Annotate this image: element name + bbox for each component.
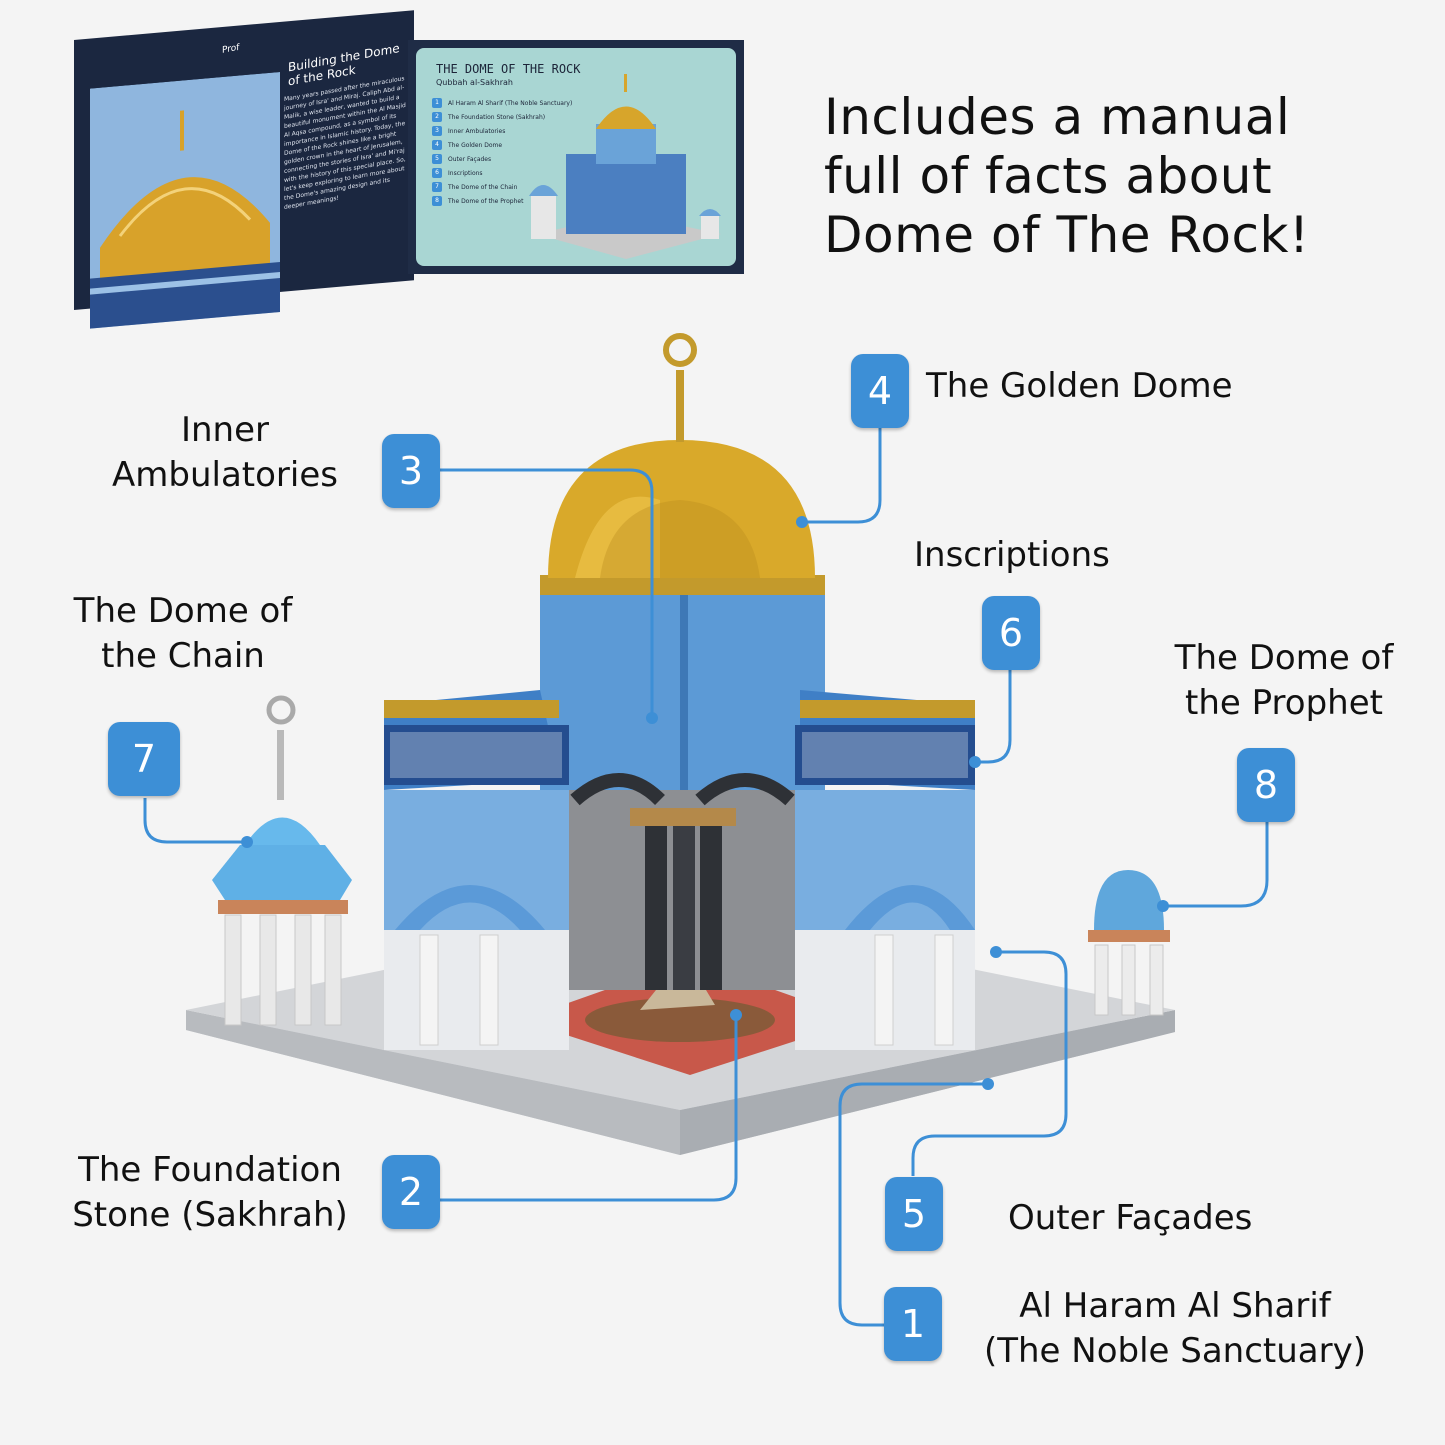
callout-6-badge: 6: [982, 596, 1040, 670]
callout-1-line2: (The Noble Sanctuary): [983, 1331, 1367, 1371]
manual-list-text: The Dome of the Chain: [448, 183, 518, 191]
callout-2-badge: 2: [382, 1155, 440, 1229]
headline-line-2: full of facts about: [824, 147, 1273, 205]
callout-2-line1: The Foundation: [78, 1150, 342, 1190]
dome-photo: [90, 71, 280, 329]
manual-list-item: 8 The Dome of the Prophet: [432, 194, 572, 208]
manual-list-number: 5: [432, 154, 442, 164]
manual-list-text: The Foundation Stone (Sakhrah): [448, 113, 546, 121]
callout-8-label: The Dome of the Prophet: [1150, 636, 1418, 726]
callout-8-line1: The Dome of: [1174, 638, 1394, 678]
manual-list-text: Inner Ambulatories: [448, 127, 506, 135]
manual-list-item: 5 Outer Façades: [432, 152, 572, 166]
callout-3-label: Inner Ambulatories: [90, 408, 360, 498]
manual-list-item: 2 The Foundation Stone (Sakhrah): [432, 110, 572, 124]
manual-left-page: Prof Building the Dome of the Rock Many …: [74, 10, 414, 329]
left-inscription-band: [384, 725, 569, 785]
manual-list-text: Al Haram Al Sharif (The Noble Sanctuary): [448, 99, 573, 107]
callout-3-badge: 3: [382, 434, 440, 508]
callout-3-line1: Inner: [180, 410, 270, 450]
manual-list-item: 6 Inscriptions: [432, 166, 572, 180]
dome-of-the-prophet-model: [1088, 870, 1170, 1016]
manual-list-number: 7: [432, 182, 442, 192]
manual-list-number: 3: [432, 126, 442, 136]
manual-right-subtitle: Qubbah al-Sakhrah: [436, 78, 513, 87]
manual-right-page: THE DOME OF THE ROCK Qubbah al-Sakhrah 1…: [408, 40, 744, 274]
manual-list-text: The Dome of the Prophet: [448, 197, 524, 205]
callout-7-line2: the Chain: [101, 636, 265, 676]
callout-1-badge: 1: [884, 1287, 942, 1361]
dome-of-the-chain-model: [212, 695, 352, 1026]
manual-list-number: 1: [432, 98, 442, 108]
manual-list-number: 4: [432, 140, 442, 150]
callout-1-label: Al Haram Al Sharif (The Noble Sanctuary): [955, 1284, 1395, 1374]
callout-2-label: The Foundation Stone (Sakhrah): [55, 1148, 365, 1238]
manual-list-number: 8: [432, 196, 442, 206]
callout-7-label: The Dome of the Chain: [48, 589, 318, 679]
manual-list-number: 6: [432, 168, 442, 178]
manual-model-image: [529, 74, 721, 259]
callout-4-label: The Golden Dome: [926, 366, 1233, 406]
callout-8-line2: the Prophet: [1185, 683, 1383, 723]
foundation-stone-ring: [585, 998, 775, 1042]
manual-list-item: 4 The Golden Dome: [432, 138, 572, 152]
headline-line-3: Dome of The Rock!: [824, 206, 1310, 264]
manual-list-text: The Golden Dome: [448, 141, 503, 149]
leader-lines: [143, 428, 1269, 1327]
callout-3-line2: Ambulatories: [112, 455, 338, 495]
callout-2-line2: Stone (Sakhrah): [72, 1195, 348, 1235]
manual-booklet: Prof Building the Dome of the Rock Many …: [68, 10, 748, 338]
manual-list-item: 3 Inner Ambulatories: [432, 124, 572, 138]
callout-5-label: Outer Façades: [1008, 1198, 1253, 1238]
callout-6-label: Inscriptions: [914, 535, 1110, 575]
callout-1-line1: Al Haram Al Sharif: [1019, 1286, 1331, 1326]
callout-4-badge: 4: [851, 354, 909, 428]
callout-8-badge: 8: [1237, 748, 1295, 822]
manual-list-item: 1 Al Haram Al Sharif (The Noble Sanctuary…: [432, 96, 572, 110]
callout-7-badge: 7: [108, 722, 180, 796]
manual-list-text: Inscriptions: [448, 169, 483, 177]
dome-finial: [676, 370, 684, 442]
headline-line-1: Includes a manual: [824, 88, 1291, 146]
manual-right-title: THE DOME OF THE ROCK: [436, 62, 581, 76]
callout-7-line1: The Dome of: [73, 591, 293, 631]
left-arch: [395, 885, 545, 930]
manual-item-list: 1 Al Haram Al Sharif (The Noble Sanctuary…: [432, 96, 572, 208]
manual-list-item: 7 The Dome of the Chain: [432, 180, 572, 194]
manual-list-text: Outer Façades: [448, 155, 492, 163]
manual-list-number: 2: [432, 112, 442, 122]
callout-5-badge: 5: [885, 1177, 943, 1251]
right-arch: [845, 885, 975, 930]
headline: Includes a manual full of facts about Do…: [824, 88, 1424, 265]
right-inscription-band: [795, 725, 975, 785]
